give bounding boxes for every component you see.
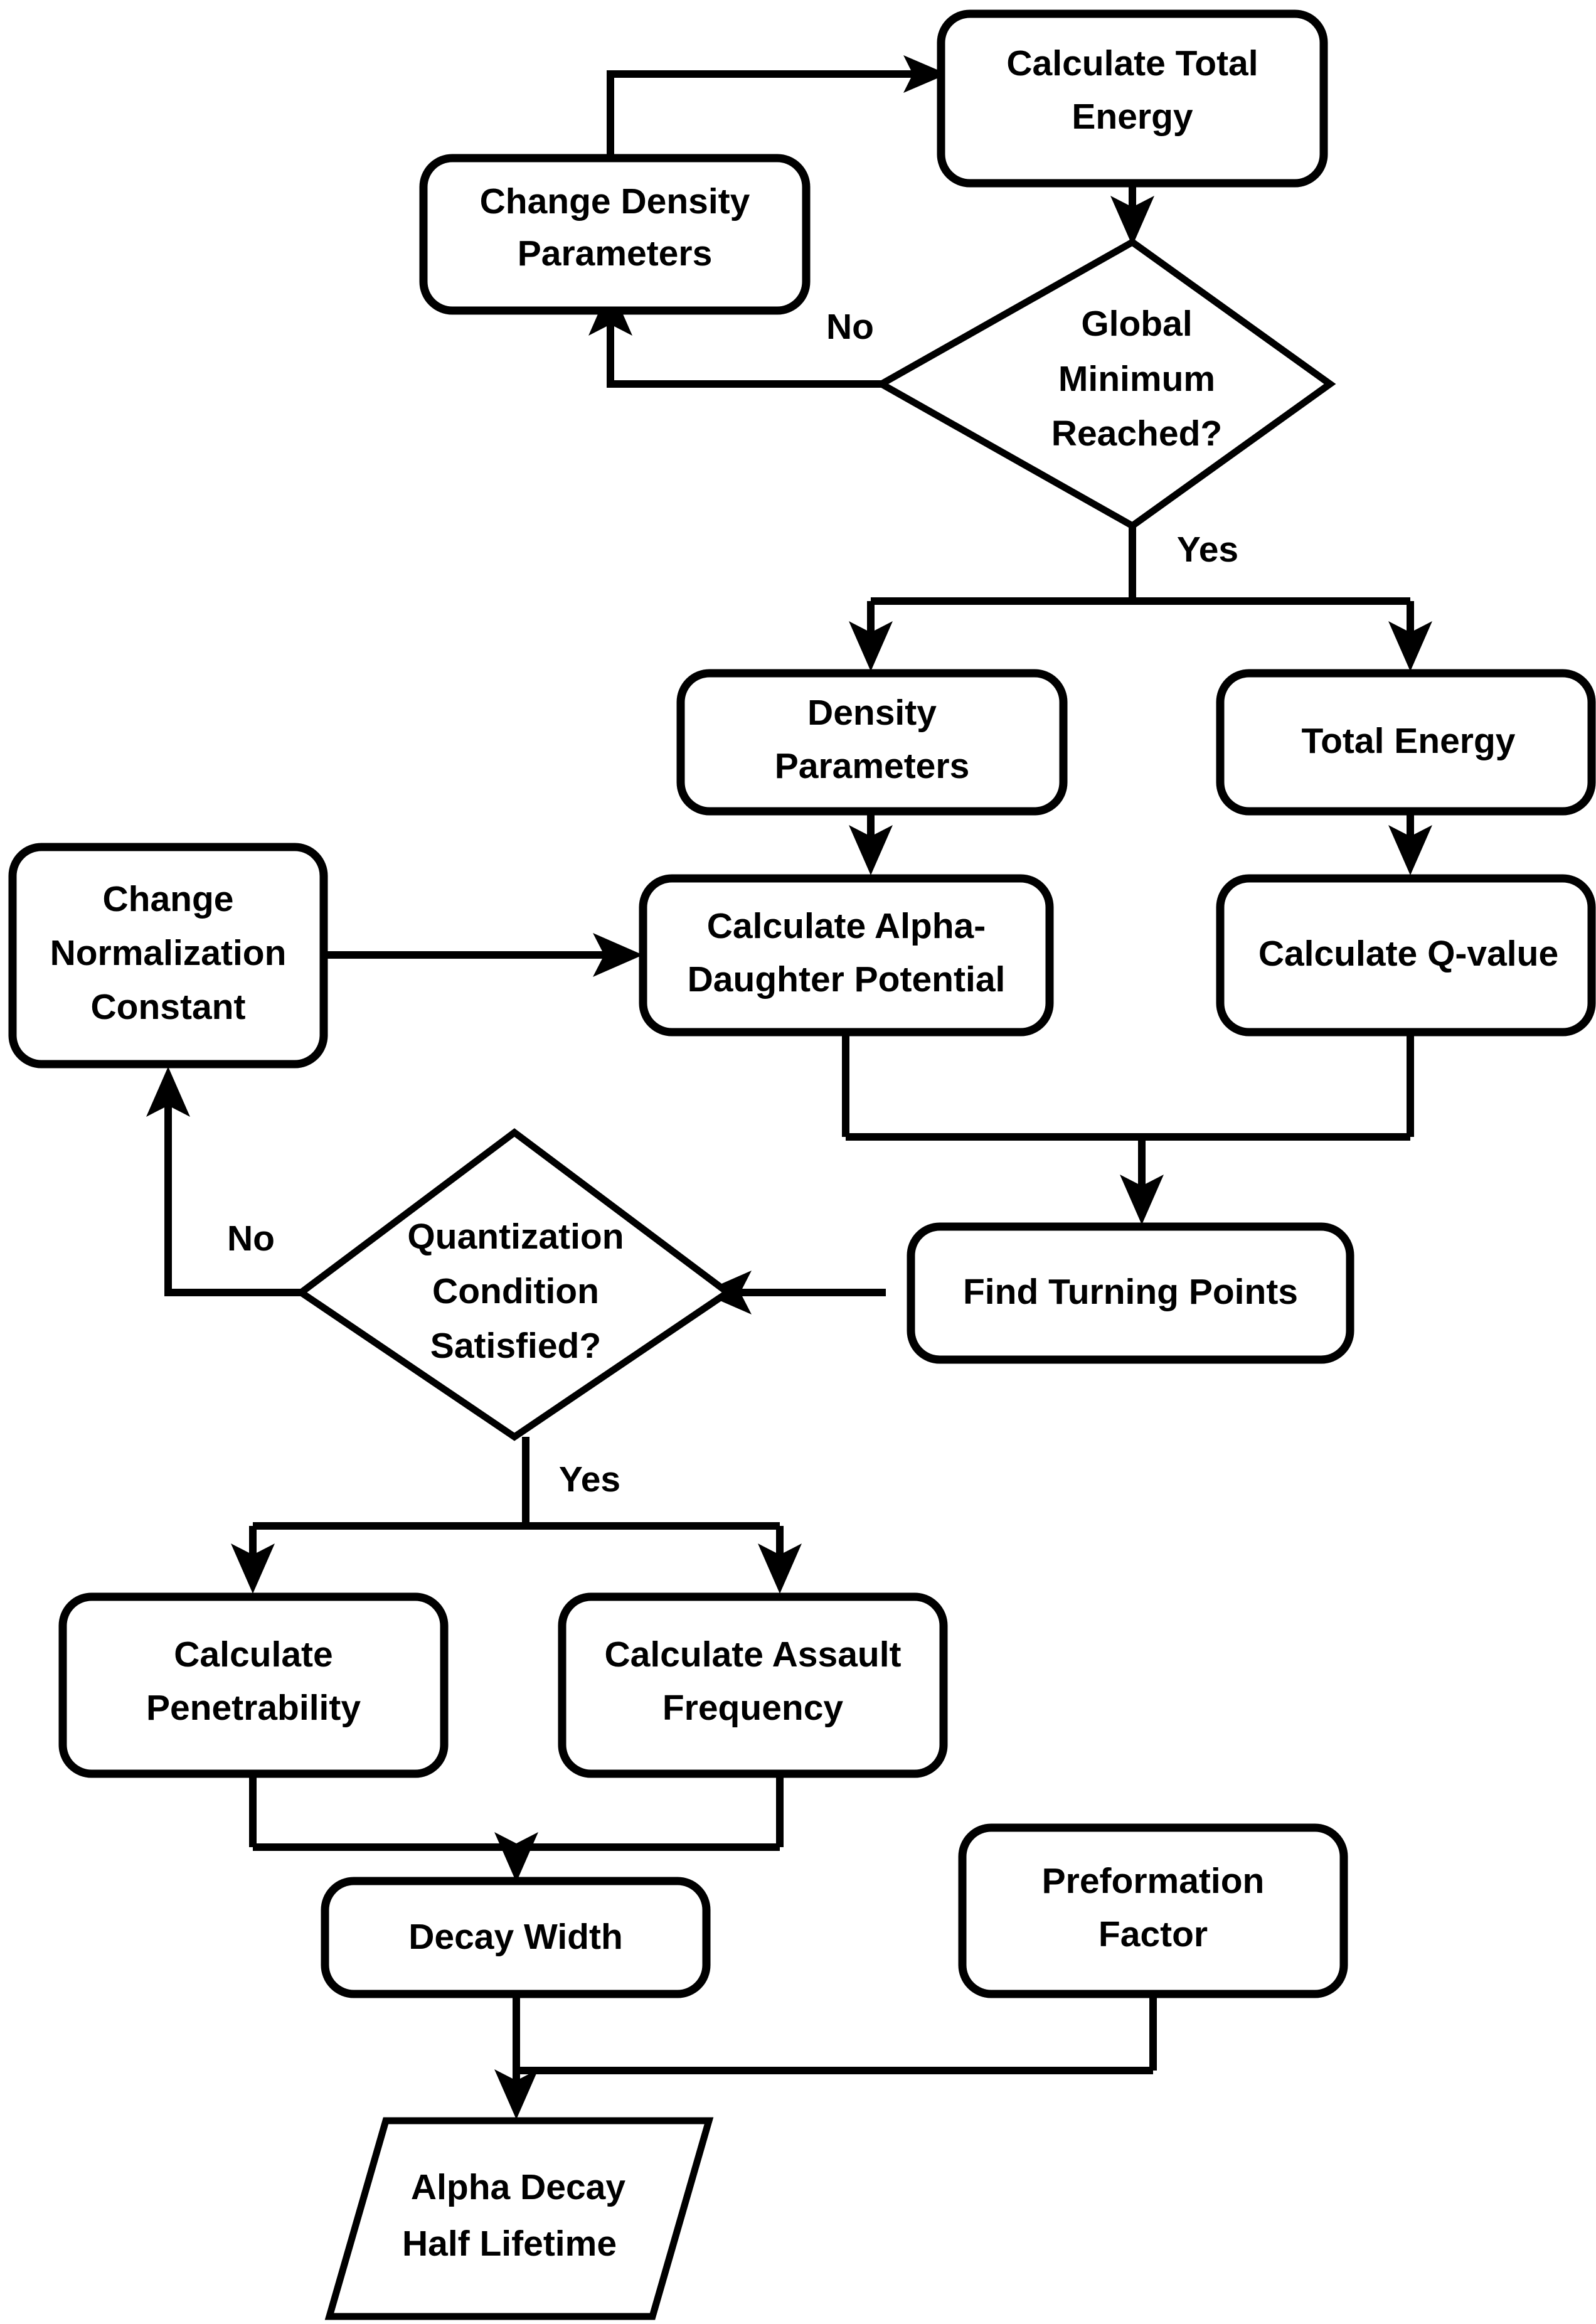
edge-label-global-minimum-yes: Yes	[1177, 530, 1238, 570]
change-normalization-constant-box[interactable]	[8, 843, 328, 1069]
node-calculate-total-energy[interactable]: Calculate Total Energy	[937, 9, 1328, 188]
quantization-condition-satisfied-diamond[interactable]	[295, 1128, 734, 1441]
quantization-condition-satisfied-label-line2: Condition	[432, 1271, 599, 1311]
node-alpha-decay-half-lifetime[interactable]: Alpha Decay Half Lifetime	[324, 2117, 714, 2320]
calculate-alpha-daughter-potential-label-line1: Calculate Alpha-	[707, 906, 986, 946]
preformation-factor-box[interactable]	[958, 1823, 1348, 1998]
decay-width-label-line1: Decay Width	[408, 1917, 623, 1957]
density-parameters-label-line1: Density	[807, 693, 937, 733]
node-calculate-alpha-daughter-potential[interactable]: Calculate Alpha- Daughter Potential	[639, 874, 1054, 1037]
global-minimum-reached-label-line1: Global	[1081, 304, 1192, 344]
edge-change-density-to-calculate-total-energy	[607, 55, 947, 158]
node-change-normalization-constant[interactable]: Change Normalization Constant	[8, 843, 328, 1069]
edge-calculate-total-energy-to-global-minimum	[1110, 183, 1154, 246]
alpha-decay-half-lifetime-parallelogram[interactable]	[324, 2117, 714, 2320]
calculate-total-energy-label-line1: Calculate Total	[1006, 43, 1258, 83]
edge-label-quantization-yes: Yes	[559, 1459, 620, 1500]
node-calculate-q-value[interactable]: Calculate Q-value	[1216, 874, 1596, 1037]
node-density-parameters[interactable]: Density Parameters	[676, 669, 1068, 816]
find-turning-points-box[interactable]	[907, 1222, 1354, 1364]
edge-decay-width-preformation-merge-to-half-lifetime	[494, 1994, 1157, 2119]
calculate-assault-frequency-box[interactable]	[558, 1592, 948, 1778]
edge-potential-and-qvalue-merge-to-find-turning-points	[842, 1032, 1414, 1225]
change-normalization-constant-label-line3: Constant	[91, 987, 246, 1027]
total-energy-box[interactable]	[1216, 669, 1596, 816]
node-find-turning-points[interactable]: Find Turning Points	[907, 1222, 1354, 1364]
calculate-penetrability-label-line1: Calculate	[174, 1634, 332, 1675]
calculate-total-energy-label-line2: Energy	[1072, 97, 1193, 137]
preformation-factor-label-line2: Factor	[1099, 1914, 1208, 1954]
change-density-parameters-box[interactable]	[419, 154, 811, 315]
density-parameters-box[interactable]	[676, 669, 1068, 816]
quantization-condition-satisfied-label-line3: Satisfied?	[430, 1326, 601, 1366]
alpha-decay-half-lifetime-label-line1: Alpha Decay	[411, 2167, 625, 2207]
node-global-minimum-reached[interactable]: Global Minimum Reached?	[874, 238, 1336, 530]
change-normalization-constant-label-line1: Change	[102, 879, 233, 919]
node-change-density-parameters[interactable]: Change Density Parameters	[419, 154, 811, 315]
node-quantization-condition-satisfied[interactable]: Quantization Condition Satisfied?	[295, 1128, 734, 1441]
global-minimum-reached-label-line2: Minimum	[1058, 359, 1215, 399]
density-parameters-label-line2: Parameters	[775, 746, 970, 786]
alpha-decay-half-lifetime-label-line2: Half Lifetime	[402, 2224, 617, 2264]
find-turning-points-label-line1: Find Turning Points	[963, 1272, 1298, 1312]
edge-label-global-minimum-no: No	[826, 307, 874, 347]
calculate-assault-frequency-label-line2: Frequency	[662, 1688, 844, 1728]
quantization-condition-satisfied-label-line1: Quantization	[407, 1217, 624, 1257]
calculate-penetrability-label-line2: Penetrability	[146, 1688, 361, 1728]
node-calculate-penetrability[interactable]: Calculate Penetrability	[58, 1592, 449, 1778]
edge-total-energy-to-calculate-q-value	[1388, 811, 1432, 875]
edge-quantization-yes-split	[231, 1437, 802, 1594]
node-preformation-factor[interactable]: Preformation Factor	[958, 1823, 1348, 1998]
calculate-alpha-daughter-potential-label-line2: Daughter Potential	[688, 959, 1006, 999]
calculate-alpha-daughter-potential-box[interactable]	[639, 874, 1054, 1037]
change-density-parameters-label-line1: Change Density	[480, 181, 750, 221]
calculate-q-value-label-line1: Calculate Q-value	[1258, 934, 1558, 974]
calculate-penetrability-box[interactable]	[58, 1592, 449, 1778]
global-minimum-reached-diamond[interactable]	[874, 238, 1336, 530]
calculate-assault-frequency-label-line1: Calculate Assault	[604, 1634, 901, 1675]
edge-label-quantization-no: No	[227, 1218, 275, 1259]
calculate-total-energy-box[interactable]	[937, 9, 1328, 188]
edge-change-normalization-to-alpha-daughter-potential	[324, 933, 643, 977]
edge-global-minimum-yes-split	[849, 526, 1432, 671]
global-minimum-reached-label-line3: Reached?	[1051, 413, 1222, 454]
node-total-energy[interactable]: Total Energy	[1216, 669, 1596, 816]
change-normalization-constant-label-line2: Normalization	[50, 933, 287, 973]
edge-penetrability-assault-merge-to-decay-width	[249, 1774, 784, 1882]
node-calculate-assault-frequency[interactable]: Calculate Assault Frequency	[558, 1592, 948, 1778]
total-energy-label-line1: Total Energy	[1302, 721, 1516, 761]
change-density-parameters-label-line2: Parameters	[518, 233, 713, 274]
preformation-factor-label-line1: Preformation	[1042, 1861, 1265, 1901]
edge-density-parameters-to-alpha-daughter-potential	[849, 811, 893, 875]
node-decay-width[interactable]: Decay Width	[321, 1877, 711, 1998]
calculate-q-value-box[interactable]	[1216, 874, 1596, 1037]
decay-width-box[interactable]	[321, 1877, 711, 1998]
